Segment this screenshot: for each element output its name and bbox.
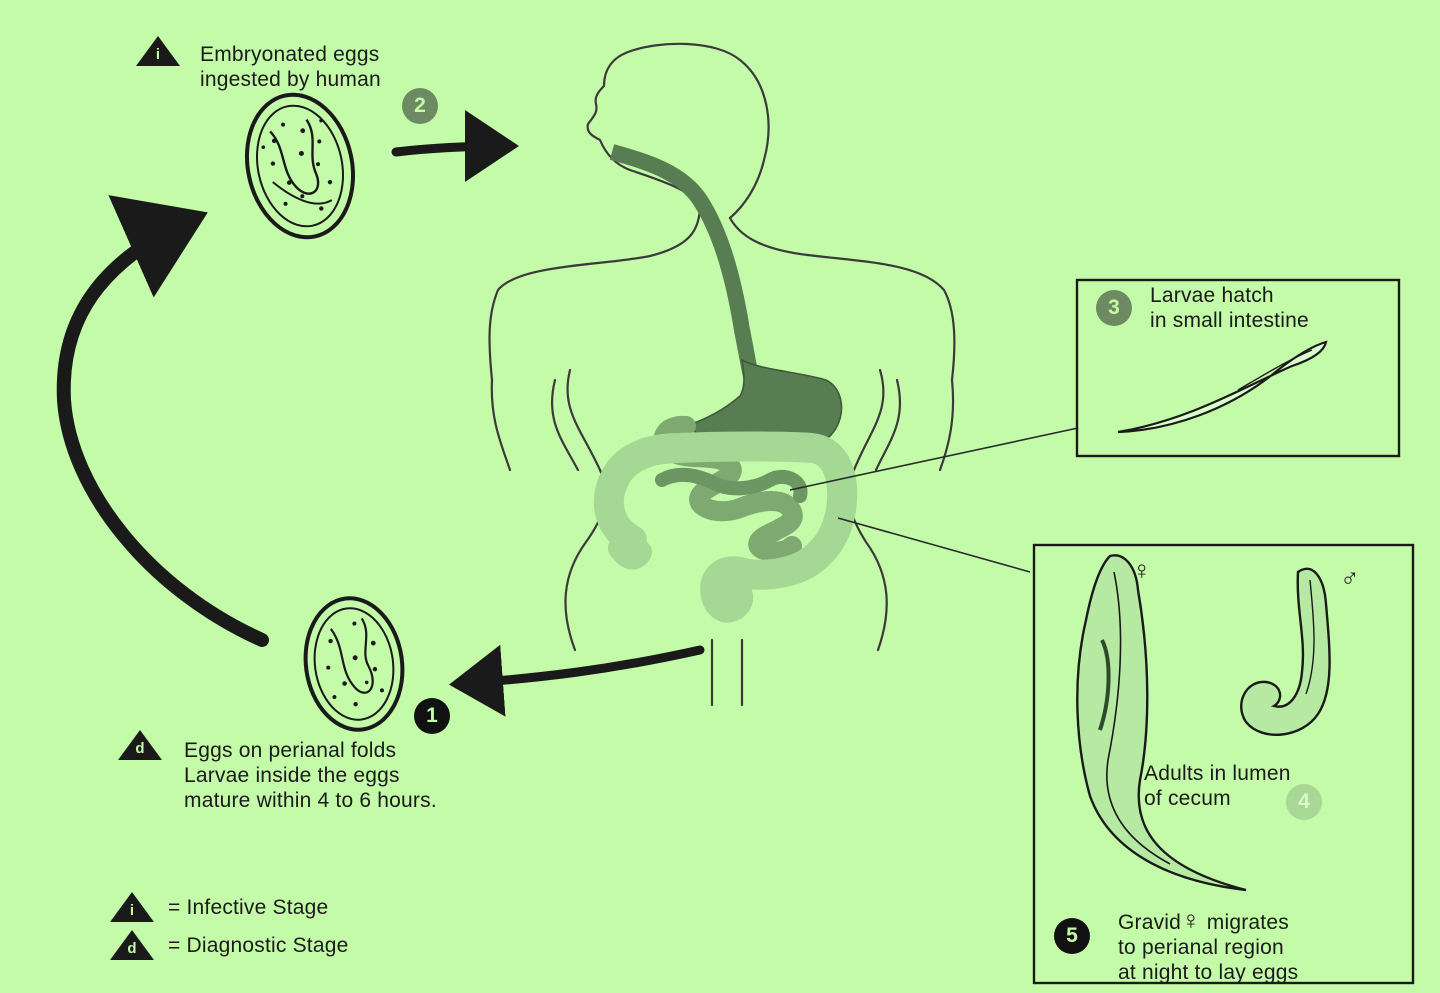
female-worm-illustration (1076, 554, 1247, 892)
legend-infective-marker: i (110, 892, 154, 922)
gravid-label-line-2: to perianal region (1118, 936, 1284, 959)
perianal-egg-illustration (303, 596, 405, 732)
triangle-icon (136, 36, 180, 66)
ingested-label-line-1: Embryonated eggs (200, 43, 380, 66)
step-5-badge: 5 (1054, 918, 1090, 954)
female-symbol: ♀ (1132, 555, 1152, 585)
perianal-label-line-2: Larvae inside the eggs (184, 764, 400, 787)
male-worm-illustration (1240, 567, 1331, 736)
step-1-badge: 1 (414, 698, 450, 734)
step-3-badge: 3 (1096, 290, 1132, 326)
legend-infective-text: = Infective Stage (168, 896, 329, 919)
perianal-label-line-1: Eggs on perianal folds (184, 739, 397, 762)
adult-worms-panel (1032, 543, 1415, 985)
triangle-icon (110, 930, 154, 960)
callout-lines (789, 427, 1079, 573)
perianal-label-line-3: mature within 4 to 6 hours. (184, 789, 437, 812)
ingested-label-line-2: ingested by human (200, 68, 381, 91)
hatch-label: Larvae hatch in small intestine (1150, 283, 1309, 333)
male-symbol: ♂ (1340, 563, 1360, 593)
larvae-hatch-panel (1075, 278, 1401, 458)
infective-stage-marker: i (136, 36, 180, 66)
hatch-label-line-1: Larvae hatch (1150, 284, 1274, 307)
cycle-arrows (56, 110, 705, 717)
hatch-label-line-2: in small intestine (1150, 309, 1309, 332)
gravid-label-line-1: Gravid♀ migrates (1118, 905, 1289, 935)
legend-diagnostic-text: = Diagnostic Stage (168, 934, 349, 957)
triangle-icon (110, 892, 154, 922)
gravid-female-symbol: ♀ (1181, 905, 1201, 935)
larva-illustration (1117, 340, 1328, 434)
adults-label-line-1: Adults in lumen (1144, 762, 1291, 785)
digestive-tract (593, 144, 858, 623)
triangle-icon (118, 730, 162, 760)
embryonated-egg-illustration (244, 92, 356, 240)
legend-diagnostic-marker: d (110, 930, 154, 960)
step-4-badge: 4 (1286, 784, 1322, 820)
adults-label-line-2: of cecum (1144, 787, 1231, 810)
diagnostic-stage-marker: d (118, 730, 162, 760)
adults-label: Adults in lumen of cecum (1144, 761, 1291, 811)
step-2-badge: 2 (402, 88, 438, 124)
ingested-label: Embryonated eggs ingested by human (200, 42, 381, 92)
gravid-label-line-3: at night to lay eggs (1118, 961, 1299, 984)
perianal-label: Eggs on perianal folds Larvae inside the… (184, 738, 437, 813)
gravid-label: Gravid♀ migrates to perianal region at n… (1118, 905, 1299, 985)
